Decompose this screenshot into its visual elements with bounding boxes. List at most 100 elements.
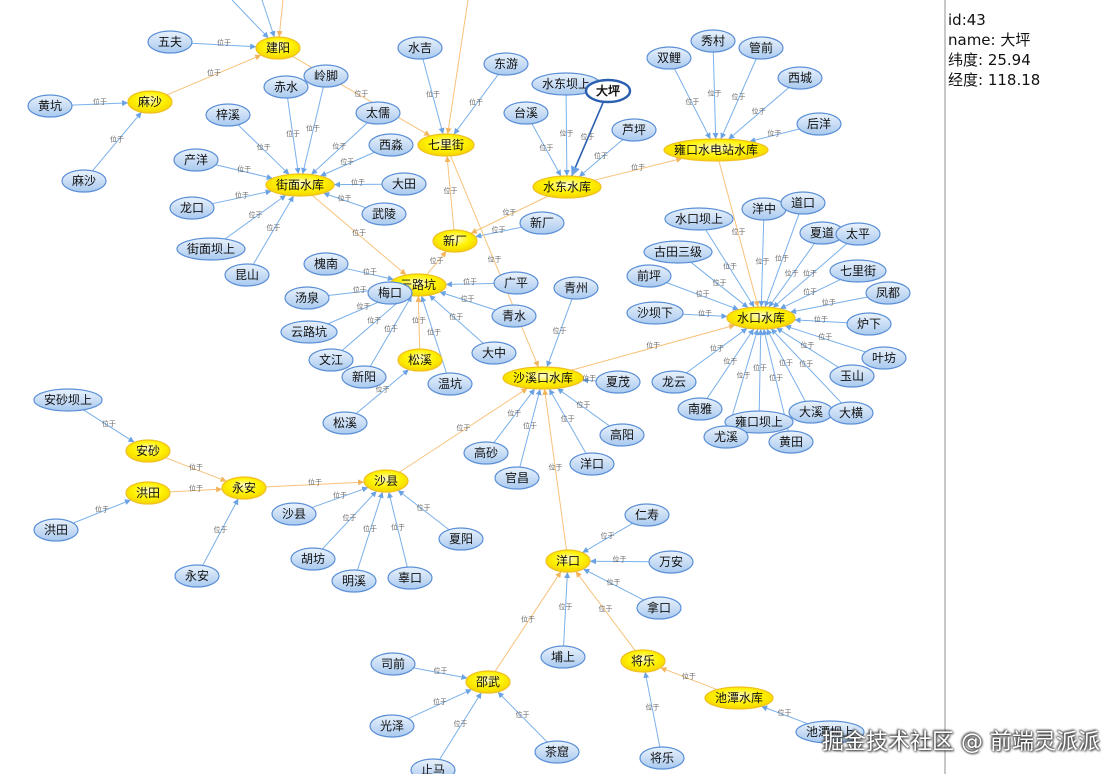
graph-node-shabaxia[interactable]: 沙坝下 <box>626 301 684 325</box>
node-shape[interactable] <box>861 346 907 370</box>
node-shape[interactable] <box>620 649 666 673</box>
node-shape[interactable] <box>125 439 171 463</box>
graph-node-yushan[interactable]: 玉山 <box>829 364 875 388</box>
graph-node-zhima[interactable]: 止马 <box>410 758 456 774</box>
graph-node-guangping[interactable]: 广平 <box>493 271 539 295</box>
graph-node-renshou[interactable]: 仁寿 <box>624 503 670 527</box>
node-shape[interactable] <box>639 746 685 770</box>
graph-node-shaowu[interactable]: 邵武 <box>465 670 511 694</box>
node-shape[interactable] <box>61 169 107 193</box>
graph-node-shuikou[interactable]: 水口水库 <box>726 306 796 330</box>
graph-node-taiconfu[interactable]: 太儒 <box>355 101 401 125</box>
node-shape[interactable] <box>502 366 584 390</box>
graph-node-guanzhuang[interactable]: 官昌 <box>494 466 540 490</box>
graph-node-anshaba[interactable]: 安砂坝上 <box>33 388 103 412</box>
graph-node-yunluk2[interactable]: 云路坑 <box>280 320 338 344</box>
node-shape[interactable] <box>361 202 407 226</box>
graph-node-songxi[interactable]: 松溪 <box>397 348 443 372</box>
node-shape[interactable] <box>704 686 774 710</box>
node-shape[interactable] <box>265 173 335 197</box>
graph-svg[interactable]: 位于位于位于位于位于位于位于位于位于位于位于位于位于位于位于位于位于位于位于位于… <box>0 0 944 774</box>
graph-node-gaoyang[interactable]: 高阳 <box>599 423 645 447</box>
graph-node-qianping[interactable]: 前坪 <box>626 264 672 288</box>
node-shape[interactable] <box>865 281 911 305</box>
node-shape[interactable] <box>519 211 565 235</box>
graph-node-daheng[interactable]: 大横 <box>828 401 874 425</box>
node-shape[interactable] <box>846 312 892 336</box>
node-shape[interactable] <box>768 430 814 454</box>
graph-node-youxi[interactable]: 尤溪 <box>703 425 749 449</box>
node-shape[interactable] <box>835 222 881 246</box>
graph-node-luping[interactable]: 芦坪 <box>611 118 657 142</box>
node-shape[interactable] <box>125 481 171 505</box>
graph-node-qingzhou[interactable]: 青州 <box>553 276 599 300</box>
graph-node-houyang[interactable]: 后洋 <box>796 112 842 136</box>
graph-canvas[interactable]: 位于位于位于位于位于位于位于位于位于位于位于位于位于位于位于位于位于位于位于位于… <box>0 0 944 774</box>
node-shape[interactable] <box>677 397 723 421</box>
graph-node-yangkou[interactable]: 洋口 <box>545 549 591 573</box>
graph-node-daokou[interactable]: 道口 <box>780 191 826 215</box>
node-shape[interactable] <box>726 306 796 330</box>
node-shape[interactable] <box>503 101 549 125</box>
node-shape[interactable] <box>147 30 193 54</box>
graph-node-qingshui[interactable]: 青水 <box>491 304 537 328</box>
node-shape[interactable] <box>463 441 509 465</box>
graph-node-nanya[interactable]: 南雅 <box>677 397 723 421</box>
node-shape[interactable] <box>308 348 354 372</box>
node-shape[interactable] <box>636 596 682 620</box>
graph-node-tangquan[interactable]: 汤泉 <box>284 286 330 310</box>
graph-node-zhangkou[interactable]: 辜口 <box>387 566 433 590</box>
node-shape[interactable] <box>690 29 736 53</box>
node-shape[interactable] <box>331 569 377 593</box>
graph-node-huangkeng[interactable]: 黄坑 <box>27 94 73 118</box>
node-shape[interactable] <box>303 252 349 276</box>
graph-node-xiucun[interactable]: 秀村 <box>690 29 736 53</box>
node-shape[interactable] <box>397 348 443 372</box>
graph-node-wenjiang[interactable]: 文江 <box>308 348 354 372</box>
graph-node-yongkou[interactable]: 雍口水电站水库 <box>663 138 769 162</box>
node-shape[interactable] <box>368 133 414 157</box>
graph-node-xiyan[interactable]: 西淼 <box>368 133 414 157</box>
node-shape[interactable] <box>465 670 511 694</box>
graph-node-xiayang[interactable]: 夏阳 <box>438 527 484 551</box>
node-shape[interactable] <box>626 264 672 288</box>
node-shape[interactable] <box>176 237 246 261</box>
node-shape[interactable] <box>432 229 478 253</box>
node-shape[interactable] <box>341 365 387 389</box>
node-shape[interactable] <box>595 370 641 394</box>
graph-node-guanqian[interactable]: 管前 <box>738 36 784 60</box>
graph-node-shuidong[interactable]: 水东水库 <box>532 175 602 199</box>
graph-node-gutian3[interactable]: 古田三级 <box>643 240 713 264</box>
graph-node-shuiji[interactable]: 水吉 <box>397 36 443 60</box>
node-shape[interactable] <box>483 52 529 76</box>
node-shape[interactable] <box>584 78 632 104</box>
graph-node-shaxian[interactable]: 沙县 <box>363 469 409 493</box>
node-shape[interactable] <box>355 101 401 125</box>
node-shape[interactable] <box>397 36 443 60</box>
node-shape[interactable] <box>703 425 749 449</box>
graph-node-guangze[interactable]: 光泽 <box>369 714 415 738</box>
graph-node-hufang[interactable]: 胡坊 <box>290 547 336 571</box>
graph-node-shaxikou[interactable]: 沙溪口水库 <box>502 366 584 390</box>
graph-node-wenkeng[interactable]: 温坑 <box>427 372 473 396</box>
node-shape[interactable] <box>322 411 368 435</box>
node-shape[interactable] <box>370 652 416 676</box>
node-shape[interactable] <box>491 304 537 328</box>
node-shape[interactable] <box>224 263 270 287</box>
node-shape[interactable] <box>438 527 484 551</box>
graph-node-meikou[interactable]: 梅口 <box>367 281 413 305</box>
node-shape[interactable] <box>471 341 517 365</box>
node-shape[interactable] <box>27 94 73 118</box>
node-shape[interactable] <box>174 564 220 588</box>
graph-node-masha2[interactable]: 麻沙 <box>61 169 107 193</box>
graph-node-pushang[interactable]: 埔上 <box>540 645 586 669</box>
graph-node-chanyang[interactable]: 产洋 <box>173 148 219 172</box>
node-shape[interactable] <box>263 75 309 99</box>
node-shape[interactable] <box>127 90 173 114</box>
graph-node-chitanba[interactable]: 池潭坝上 <box>795 720 865 744</box>
node-shape[interactable] <box>367 281 413 305</box>
graph-node-daping[interactable]: 大坪 <box>584 78 632 104</box>
graph-node-yongan[interactable]: 永安 <box>221 476 267 500</box>
node-shape[interactable] <box>829 364 875 388</box>
node-shape[interactable] <box>540 645 586 669</box>
